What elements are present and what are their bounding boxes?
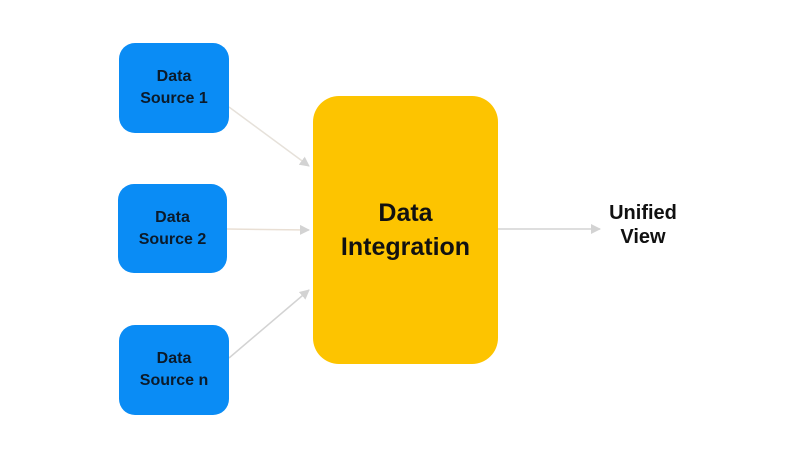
data-source-1-label: Data Source 1 [140,68,208,107]
data-source-2-box: Data Source 2 [118,184,227,273]
data-source-n-box: Data Source n [119,325,229,415]
data-integration-label: Data Integration [340,199,471,261]
arrow-source-2-to-integration [226,224,310,235]
data-source-n-label: Data Source n [139,350,209,389]
arrow-source-n-to-integration [228,289,310,359]
unified-view-label: Unified View [609,202,677,248]
data-integration-box: Data Integration [313,96,498,364]
data-source-2-label: Data Source 2 [138,208,207,248]
data-source-1-box: Data Source 1 [119,43,229,133]
arrow-source-1-to-integration [228,106,310,167]
